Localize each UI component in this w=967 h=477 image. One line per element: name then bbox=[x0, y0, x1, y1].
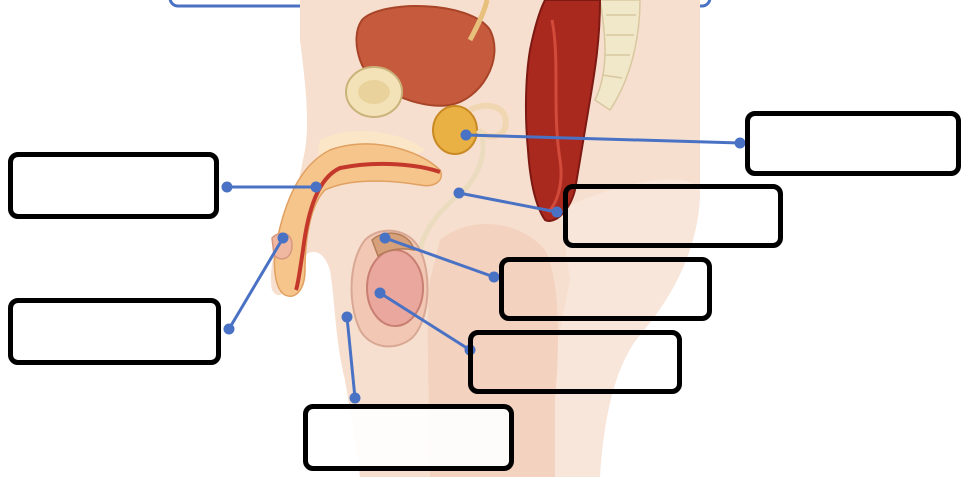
label-box-glans[interactable] bbox=[8, 298, 221, 365]
label-box-scrotum[interactable] bbox=[303, 404, 514, 471]
leader-dot bbox=[343, 313, 351, 321]
label-box-urethra[interactable] bbox=[8, 152, 219, 219]
leader-dot bbox=[312, 183, 320, 191]
leader-dot bbox=[490, 273, 498, 281]
leader-dot bbox=[462, 131, 470, 139]
pubic-bone-inner bbox=[358, 80, 390, 104]
label-box-vas-deferens[interactable] bbox=[563, 184, 783, 248]
label-box-testis[interactable] bbox=[468, 330, 682, 394]
leader-dot bbox=[225, 325, 233, 333]
leader-dot bbox=[455, 189, 463, 197]
leader-dot bbox=[376, 289, 384, 297]
leader-dot bbox=[553, 208, 561, 216]
leader-dot bbox=[351, 394, 359, 402]
label-box-epididymis[interactable] bbox=[499, 257, 712, 321]
leader-dot bbox=[736, 139, 744, 147]
prostate bbox=[433, 106, 477, 154]
label-box-prostate[interactable] bbox=[745, 111, 961, 176]
leader-dot bbox=[279, 234, 287, 242]
leader-dot bbox=[223, 183, 231, 191]
leader-dot bbox=[381, 234, 389, 242]
